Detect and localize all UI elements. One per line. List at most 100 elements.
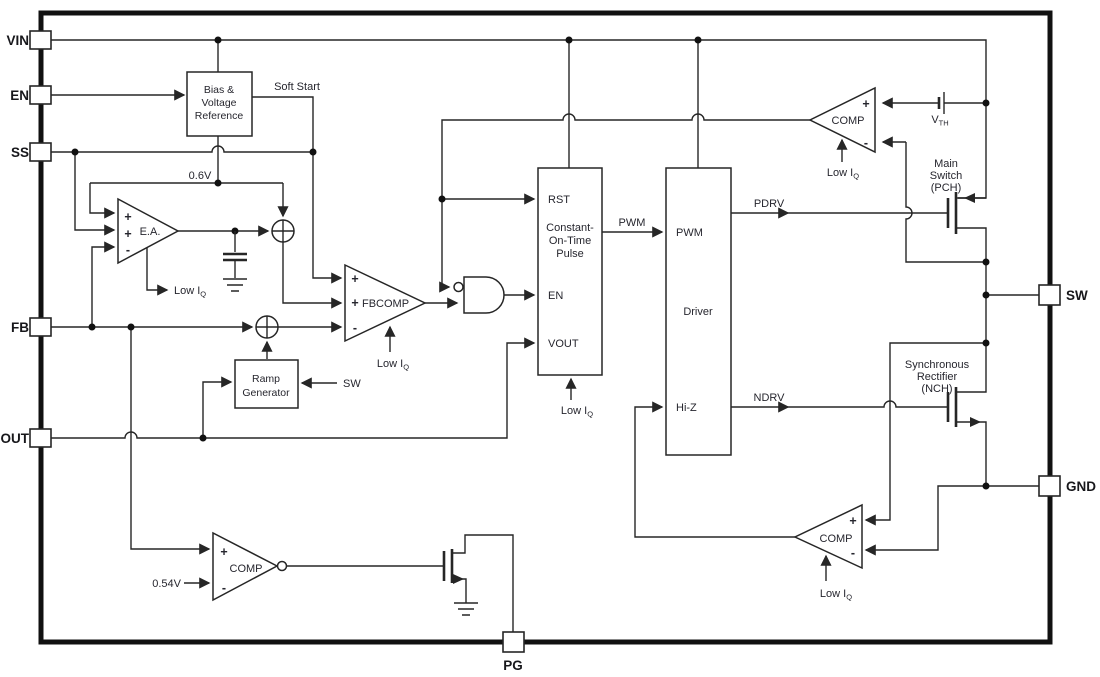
ground-symbol <box>223 278 247 292</box>
fbcomp-plus1-sign: + <box>351 272 358 286</box>
comp2-minus-sign: - <box>851 546 855 560</box>
power-good-comparator: + - COMP <box>212 531 288 602</box>
ramp-generator-block: Ramp Generator <box>234 359 299 409</box>
driver-name-label: Driver <box>683 306 713 318</box>
sw-pin <box>1038 284 1061 306</box>
lowiq-label-cot: Low IQ <box>561 405 593 419</box>
sw-pin-label: SW <box>1066 288 1088 303</box>
power-good-nfet <box>442 534 514 632</box>
soft-start-label: Soft Start <box>274 81 320 93</box>
main-switch-label-3: (PCH) <box>931 182 962 194</box>
ss-to-fbcomp-wire <box>312 152 343 284</box>
en-pin-label: EN <box>10 88 29 103</box>
sync-comparator: + - COMP <box>793 503 863 570</box>
and-gate-inverter-bubble <box>453 281 464 293</box>
fbcomp-label: FBCOMP <box>362 298 409 310</box>
lowiq-label-comp2: Low IQ <box>820 588 852 602</box>
fb-to-pgcomp-wire <box>130 327 211 555</box>
pfet-arrow <box>964 193 975 203</box>
compensation-capacitor <box>223 231 247 292</box>
pg-ref-label: 0.54V <box>152 578 181 590</box>
sw-sense-down-wire <box>905 142 986 263</box>
sum1-output-wire <box>282 242 343 309</box>
ramp-label-2: Generator <box>242 387 290 399</box>
pgcomp-minus-sign: - <box>222 581 226 595</box>
sw-to-comp2-plus-wire <box>864 342 986 526</box>
lowiq-label-comp1: Low IQ <box>827 167 859 181</box>
vin-pin-label: VIN <box>6 33 29 48</box>
fbcomp-comparator: + + FBCOMP - <box>344 263 427 343</box>
comp1-label: COMP <box>832 115 865 127</box>
vth-label: VTH <box>931 114 948 128</box>
summing-junction-1 <box>271 219 295 243</box>
ndrv-label: NDRV <box>754 392 786 404</box>
ss-pin-label: SS <box>11 145 29 160</box>
lowiq-ea-wire <box>146 246 169 296</box>
driver-pwm-label: PWM <box>676 227 703 239</box>
ss-to-ea-wire <box>74 152 116 236</box>
sync-rect-label-1: Synchronous <box>905 359 970 371</box>
pins: VIN EN SS FB OUT SW GND PG <box>1 30 1096 673</box>
comp1-feedback-wire <box>439 113 810 293</box>
bias-reference-block: Bias & Voltage Reference <box>186 71 253 137</box>
vth-label-sub: TH <box>939 119 949 128</box>
out-pin <box>29 428 52 448</box>
main-switch-label-1: Main <box>934 158 958 170</box>
driver-hiz-label: Hi-Z <box>676 402 697 414</box>
pgcomp-plus-sign: + <box>220 545 227 559</box>
nfet-arrow <box>970 417 981 427</box>
bias-label-1: Bias & <box>204 84 234 96</box>
comp2-plus-sign: + <box>849 514 856 528</box>
en-pin <box>29 85 52 105</box>
sync-rectifier-nfet <box>946 387 981 427</box>
ea-minus-sign: - <box>126 243 130 257</box>
vth-battery <box>937 92 945 114</box>
error-amplifier: + + - E.A. <box>117 197 180 265</box>
lowiq-label-fbcomp: Low IQ <box>377 358 409 372</box>
cot-title-3: Pulse <box>556 248 584 260</box>
ramp-sw-label: SW <box>343 378 361 390</box>
cot-vout-label: VOUT <box>548 338 579 350</box>
fb-pin <box>29 317 52 337</box>
driver-block: PWM Driver Hi-Z <box>665 167 732 456</box>
zero-cross-comparator: + - COMP <box>808 86 876 154</box>
comp1-plus-sign: + <box>862 97 869 111</box>
nfet-source-wire <box>958 421 987 486</box>
soft-start-wire <box>252 96 314 152</box>
ea-plus2-sign: + <box>124 227 131 241</box>
sync-rect-label-3: (NCH) <box>921 383 952 395</box>
pfet-drain-wire <box>958 227 987 343</box>
vin-pin <box>29 30 52 50</box>
nfet-drain-wire <box>958 343 987 393</box>
pdrv-label: PDRV <box>754 198 785 210</box>
fbcomp-plus2-sign: + <box>351 296 358 310</box>
gnd-pin-label: GND <box>1066 479 1096 494</box>
gnd-to-comp2-minus-wire <box>864 485 986 556</box>
constant-on-time-block: RST Constant- On-Time Pulse EN VOUT <box>537 167 603 376</box>
pg-pin <box>502 631 525 653</box>
vth-label-main: V <box>931 114 939 126</box>
comp2-output-wire <box>634 401 795 538</box>
out-pin-label: OUT <box>1 431 30 446</box>
main-switch-pfet <box>946 192 986 234</box>
cot-rst-label: RST <box>548 194 570 206</box>
comp1-minus-sign: - <box>864 136 868 150</box>
fb-to-ea-minus-wire <box>91 241 116 327</box>
cot-title-2: On-Time <box>549 235 591 247</box>
ndrv-wire-b <box>788 400 948 408</box>
main-switch-label-2: Switch <box>930 170 962 182</box>
cot-title-1: Constant- <box>546 222 594 234</box>
summing-junction-2 <box>255 315 279 339</box>
and-gate <box>453 276 505 314</box>
out-to-ramp-wire <box>202 376 233 438</box>
pgcomp-inverter-bubble <box>276 560 288 572</box>
fb-pin-label: FB <box>11 320 29 335</box>
pwm-wire-label: PWM <box>619 217 646 229</box>
sync-rect-label-2: Rectifier <box>917 371 958 383</box>
bias-label-2: Voltage <box>201 97 236 109</box>
bias-label-3: Reference <box>195 110 244 122</box>
ss-wire <box>51 145 313 153</box>
out-wire <box>51 337 536 439</box>
